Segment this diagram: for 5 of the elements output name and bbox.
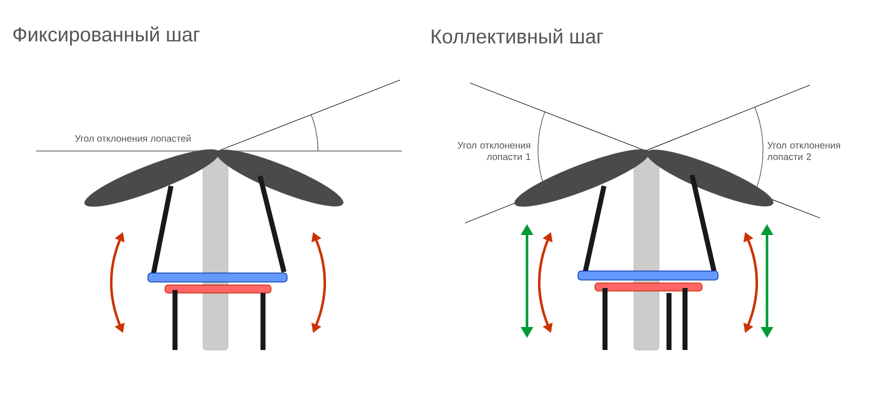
angle-label: Угол отклонения лопастей <box>74 134 191 142</box>
panel-title: Коллективный шаг <box>432 28 603 44</box>
angle-label: Угол отклонения лопасти 2 <box>767 142 840 160</box>
angle-label: Угол отклонения лопасти 1 <box>458 142 530 160</box>
panel-title: Фиксированный шаг <box>13 26 200 46</box>
